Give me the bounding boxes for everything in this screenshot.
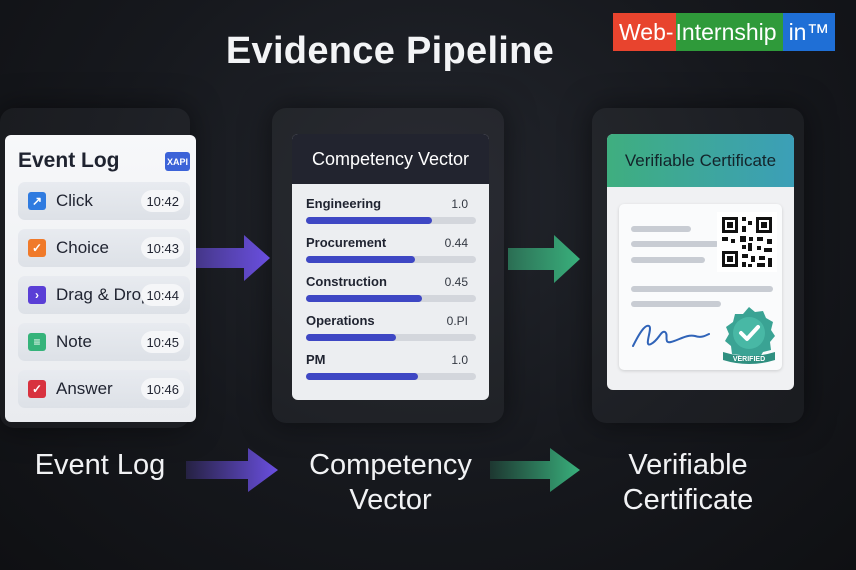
text-line [631, 301, 721, 307]
check-icon: ✓ [28, 239, 46, 257]
event-log-item-time: 10:45 [141, 331, 184, 353]
text-line [631, 286, 773, 292]
arrow-right-icon [508, 235, 580, 283]
competency-bar-track [306, 217, 476, 224]
label-event-log: Event Log [34, 449, 166, 481]
verified-seal-icon: VERIFIED [723, 307, 775, 364]
competency-bar-track [306, 373, 476, 380]
competency-row: Construction 0.45 [306, 274, 476, 308]
note-lines-icon: ≡ [28, 333, 46, 351]
event-log-item-time: 10:43 [141, 237, 184, 259]
verifiable-certificate-card: Verifiable Certificate [607, 134, 794, 390]
competency-row: Operations 0.PI [306, 313, 476, 347]
event-log-item[interactable]: ✓ Choice 10:43 [18, 229, 190, 267]
event-log-item-label: Click [56, 191, 93, 210]
brand-part-internship: Internship [675, 13, 783, 51]
label-competency-line2: Vector [349, 484, 432, 516]
brand-part-in: in™ [782, 13, 836, 51]
event-log-item[interactable]: ≡ Note 10:45 [18, 323, 190, 361]
competency-value: 0.45 [444, 275, 468, 289]
label-certificate-line2: Certificate [622, 484, 754, 516]
arrow-right-icon [490, 448, 580, 492]
competency-bar-fill [306, 217, 432, 224]
event-log-item-time: 10:42 [141, 190, 184, 212]
competency-bar-fill [306, 334, 396, 341]
text-line [631, 226, 691, 232]
competency-name: Operations [306, 313, 375, 328]
certificate-title: Verifiable Certificate [607, 134, 794, 187]
event-log-item-time: 10:44 [141, 284, 184, 306]
competency-value: 0.PI [446, 314, 468, 328]
label-competency-vector: Competency Vector [288, 448, 493, 518]
competency-name: Engineering [306, 196, 382, 211]
event-log-item-time: 10:46 [141, 378, 184, 400]
event-log-item-label: Drag & Drop [56, 285, 151, 304]
competency-bar-fill [306, 256, 415, 263]
event-log-item-label: Note [56, 332, 92, 351]
brand-part-web: Web- [613, 13, 676, 51]
text-line [631, 257, 705, 263]
text-line [631, 241, 719, 247]
event-log-card: Event Log XAPI ↗ Click 10:42 ✓ Choice 10:43 › D… [5, 135, 196, 422]
competency-row: Procurement 0.44 [306, 235, 476, 269]
verified-seal-text: VERIFIED [733, 356, 765, 363]
arrow-icon: ↗ [28, 192, 46, 210]
competency-bar-track [306, 334, 476, 341]
competency-value: 1.0 [451, 353, 468, 367]
event-log-item[interactable]: ✓ Answer 10:46 [18, 370, 190, 408]
certificate-document: VERIFIED [619, 204, 782, 370]
event-log-item[interactable]: ↗ Click 10:42 [18, 182, 190, 220]
xapi-badge: XAPI [165, 152, 190, 171]
signature-icon [632, 324, 710, 347]
competency-vector-title: Competency Vector [292, 134, 489, 184]
competency-bar-track [306, 295, 476, 302]
event-log-item-label: Choice [56, 238, 109, 257]
chevron-right-icon: › [28, 286, 46, 304]
competency-bar-track [306, 256, 476, 263]
competency-value: 1.0 [451, 197, 468, 211]
label-competency-line1: Competency [309, 449, 472, 481]
label-verifiable-certificate: Verifiable Certificate [598, 448, 778, 518]
event-log-title: Event Log [18, 149, 120, 172]
competency-value: 0.44 [444, 236, 468, 250]
competency-bar-fill [306, 373, 418, 380]
checkbox-icon: ✓ [28, 380, 46, 398]
qr-code-icon [717, 212, 777, 272]
competency-row: Engineering 1.0 [306, 196, 476, 230]
competency-row: PM 1.0 [306, 352, 476, 386]
label-certificate-line1: Verifiable [628, 449, 748, 481]
competency-name: PM [306, 352, 326, 367]
arrow-right-icon [196, 235, 270, 281]
competency-bar-fill [306, 295, 422, 302]
competency-name: Procurement [306, 235, 387, 250]
page-title: Evidence Pipeline [225, 30, 555, 72]
event-log-item-label: Answer [56, 379, 113, 398]
competency-name: Construction [306, 274, 387, 289]
arrow-right-icon [186, 448, 278, 492]
